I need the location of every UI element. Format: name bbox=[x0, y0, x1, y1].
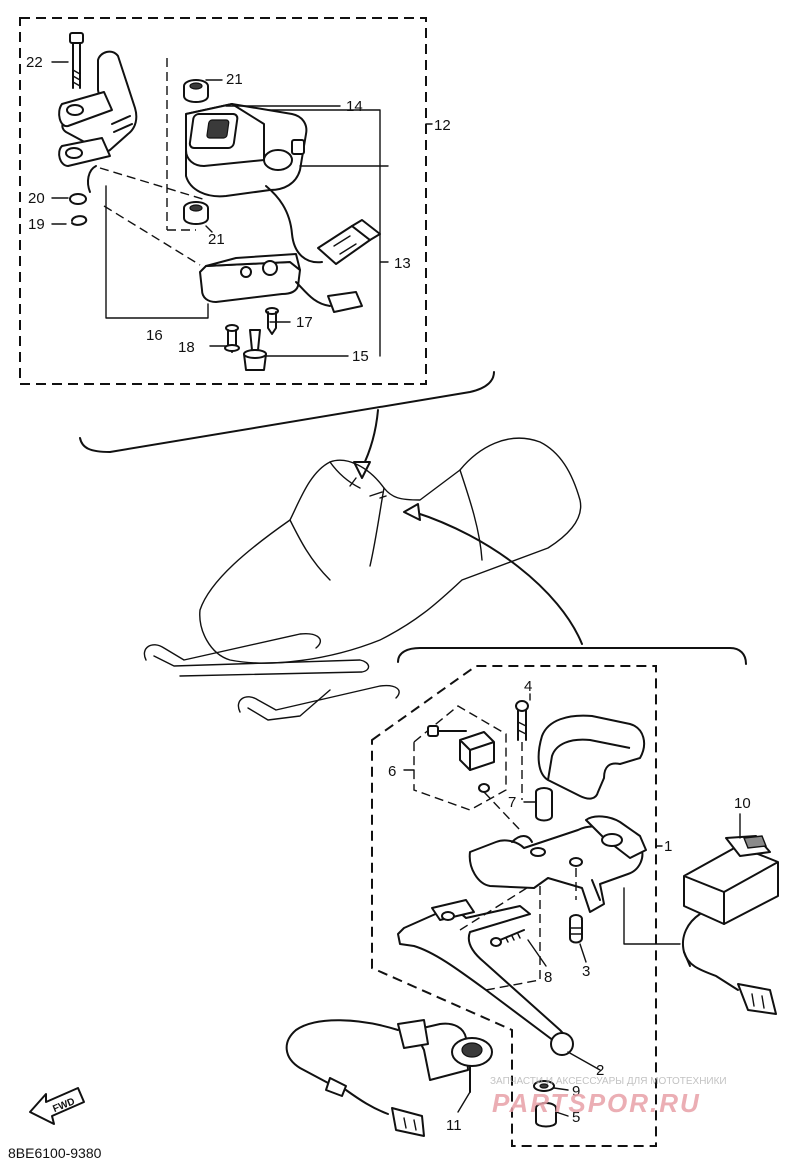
callout-7: 7 bbox=[508, 794, 516, 811]
mount-bracket bbox=[58, 50, 138, 193]
callout-15: 15 bbox=[352, 348, 369, 365]
part-9-washer bbox=[533, 1080, 555, 1092]
part-4-bolt bbox=[515, 700, 529, 800]
top-assembly-dashed-frame bbox=[19, 17, 427, 385]
part-14-connector bbox=[317, 219, 381, 265]
watermark-logo: PARTSPOR.RU bbox=[492, 1088, 701, 1118]
callout-labels: 22 21 14 12 20 19 21 13 17 16 18 15 4 6 … bbox=[26, 54, 751, 1134]
throttle-housing bbox=[468, 815, 647, 913]
callout-11: 11 bbox=[446, 1117, 462, 1134]
part-3-bolt bbox=[569, 914, 583, 944]
part-21-grommet-bottom bbox=[183, 201, 209, 225]
grip-cover bbox=[537, 714, 646, 800]
part-20-washer bbox=[69, 193, 87, 205]
callout-18: 18 bbox=[178, 339, 195, 356]
callout-9: 9 bbox=[572, 1083, 580, 1100]
bottom-assembly-group bbox=[285, 665, 779, 1147]
callout-21-top: 21 bbox=[226, 71, 243, 88]
callout-1: 1 bbox=[664, 838, 672, 855]
fwd-arrow-icon: FWD bbox=[29, 1087, 85, 1125]
bottom-callout-bracket bbox=[397, 647, 747, 665]
callout-3: 3 bbox=[582, 963, 590, 980]
part-2-throttle-lever bbox=[397, 899, 574, 1056]
part-21-grommet-top bbox=[183, 79, 209, 103]
callout-21-bottom: 21 bbox=[208, 231, 225, 248]
top-callout-bracket bbox=[79, 371, 495, 453]
part-6-dashed-frame bbox=[413, 705, 507, 811]
callout-16: 16 bbox=[146, 327, 163, 344]
part-7-collar bbox=[535, 787, 553, 822]
part-19-lock-washer bbox=[71, 215, 88, 226]
part-18-screw bbox=[224, 324, 240, 353]
arrow-to-handle-top bbox=[361, 409, 379, 469]
part-5-nut bbox=[535, 1102, 557, 1128]
part-6-bolt-and-block bbox=[427, 725, 495, 793]
callout-14: 14 bbox=[346, 98, 363, 115]
callout-10: 10 bbox=[734, 795, 751, 812]
snowmobile-outline bbox=[143, 437, 582, 721]
callout-5: 5 bbox=[572, 1109, 580, 1126]
callout-19: 19 bbox=[28, 216, 45, 233]
part-15-screw bbox=[243, 329, 267, 371]
part-14-switch-housing bbox=[185, 103, 323, 264]
part-8-screw bbox=[490, 929, 525, 947]
part-11-throttle-switch bbox=[285, 1019, 493, 1137]
part-16-lower-switch bbox=[199, 253, 363, 313]
callout-13: 13 bbox=[394, 255, 411, 272]
callout-8: 8 bbox=[544, 969, 552, 986]
bottom-assembly-dashed-frame bbox=[371, 665, 657, 1147]
part-17-screw bbox=[265, 307, 279, 335]
callout-6: 6 bbox=[388, 763, 396, 780]
callout-4: 4 bbox=[524, 678, 532, 695]
callout-2: 2 bbox=[596, 1062, 604, 1079]
top-assembly-group bbox=[19, 17, 433, 385]
part-22-bolt bbox=[69, 32, 84, 89]
arrow-to-handle-right bbox=[413, 511, 583, 645]
watermark-text: ЗАПЧАСТИ И АКСЕССУАРЫ ДЛЯ МОТОТЕХНИКИ bbox=[490, 1076, 727, 1087]
callout-20: 20 bbox=[28, 190, 45, 207]
callout-12: 12 bbox=[434, 117, 451, 134]
callout-22: 22 bbox=[26, 54, 43, 71]
watermark: ЗАПЧАСТИ И АКСЕССУАРЫ ДЛЯ МОТОТЕХНИКИ PA… bbox=[490, 1076, 727, 1118]
part-10-control-module bbox=[682, 835, 779, 1015]
diagram-code: 8BE6100-9380 bbox=[8, 1145, 102, 1161]
callout-17: 17 bbox=[296, 314, 313, 331]
